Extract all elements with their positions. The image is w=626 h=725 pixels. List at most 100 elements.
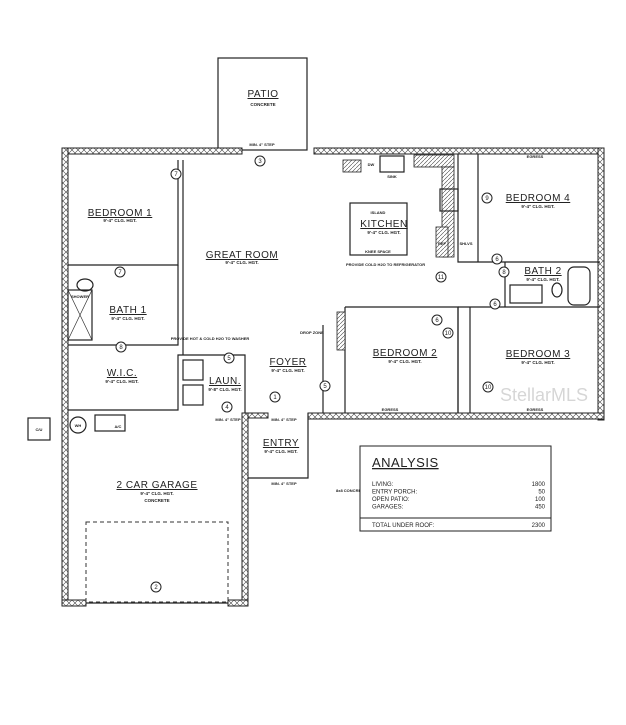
analysis-label: ENTRY PORCH: <box>372 490 417 496</box>
analysis-value: 100 <box>535 497 546 503</box>
svg-text:MIN. 4" STEP: MIN. 4" STEP <box>271 481 297 486</box>
svg-text:6: 6 <box>435 318 439 324</box>
svg-text:9'-4" CLG. HGT.: 9'-4" CLG. HGT. <box>367 230 400 235</box>
svg-text:9'-4" CLG. HGT.: 9'-4" CLG. HGT. <box>526 277 559 282</box>
svg-text:MIN. 4" STEP: MIN. 4" STEP <box>215 417 241 422</box>
door-tag: 6 <box>489 298 501 310</box>
svg-text:10: 10 <box>445 331 452 337</box>
svg-text:9'-4" CLG. HGT.: 9'-4" CLG. HGT. <box>111 316 144 321</box>
svg-text:9'-4" CLG. HGT.: 9'-4" CLG. HGT. <box>105 379 138 384</box>
vanity <box>509 284 543 304</box>
svg-text:KITCHEN: KITCHEN <box>360 219 407 230</box>
svg-text:PROVIDE HOT & COLD H2O TO WASH: PROVIDE HOT & COLD H2O TO WASHER <box>171 336 250 341</box>
svg-text:6: 6 <box>495 257 499 263</box>
door-tag: 9 <box>481 192 493 204</box>
svg-text:GREAT ROOM: GREAT ROOM <box>206 250 278 261</box>
washer <box>182 359 204 381</box>
svg-text:W.I.C.: W.I.C. <box>107 368 137 379</box>
svg-text:5: 5 <box>323 384 327 390</box>
patio <box>217 57 308 151</box>
svg-text:REF: REF <box>438 241 447 246</box>
cu-unit <box>27 417 51 441</box>
svg-text:3: 3 <box>258 159 262 165</box>
water-heater <box>69 416 87 434</box>
svg-text:9'-4" CLG. HGT.: 9'-4" CLG. HGT. <box>264 449 297 454</box>
svg-text:7: 7 <box>174 172 178 178</box>
svg-text:9'-4" CLG. HGT.: 9'-4" CLG. HGT. <box>521 204 554 209</box>
svg-text:BATH 1: BATH 1 <box>109 305 146 316</box>
svg-text:ENTRY: ENTRY <box>263 438 299 449</box>
svg-text:9'-8" CLG. HGT.: 9'-8" CLG. HGT. <box>208 387 241 392</box>
patio-sub: CONCRETE <box>250 102 275 107</box>
svg-text:11: 11 <box>438 275 445 281</box>
svg-text:WH: WH <box>75 423 82 428</box>
watermark: StellarMLS <box>500 385 588 405</box>
svg-text:KNEE SPACE: KNEE SPACE <box>365 249 391 254</box>
dryer <box>182 384 204 406</box>
door-tag: 11 <box>435 271 447 283</box>
door-tag: 1 <box>269 391 281 403</box>
svg-text:EGRESS: EGRESS <box>382 407 399 412</box>
kitchen-island <box>349 202 408 256</box>
svg-text:9'-4" CLG. HGT.: 9'-4" CLG. HGT. <box>521 360 554 365</box>
svg-text:5: 5 <box>227 356 231 362</box>
svg-text:SHLVS: SHLVS <box>459 241 472 246</box>
svg-text:SINK: SINK <box>387 174 397 179</box>
svg-text:2300: 2300 <box>532 523 546 529</box>
svg-text:8: 8 <box>119 345 123 351</box>
door-tag: 2 <box>150 581 162 593</box>
analysis-title: ANALYSIS <box>372 455 439 470</box>
door-tag: 6 <box>491 253 503 265</box>
svg-text:BEDROOM 1: BEDROOM 1 <box>88 208 153 219</box>
door-tag: 5 <box>223 352 235 364</box>
analysis-label: OPEN PATIO: <box>372 497 410 503</box>
svg-text:C/U: C/U <box>36 427 43 432</box>
svg-text:FOYER: FOYER <box>270 357 307 368</box>
toilet-2 <box>551 282 563 298</box>
interior-walls <box>68 154 600 479</box>
range <box>439 188 459 212</box>
exterior-walls <box>61 147 605 607</box>
svg-text:CONCRETE: CONCRETE <box>144 498 169 503</box>
ac-unit <box>94 414 126 432</box>
analysis-value: 450 <box>535 505 546 511</box>
svg-text:BEDROOM 3: BEDROOM 3 <box>506 349 571 360</box>
door-tag: 5 <box>319 380 331 392</box>
svg-text:9'-4" CLG. HGT.: 9'-4" CLG. HGT. <box>271 368 304 373</box>
analysis-value: 1800 <box>532 482 546 488</box>
svg-text:A/C: A/C <box>115 424 122 429</box>
svg-text:EGRESS: EGRESS <box>527 407 544 412</box>
svg-text:DW: DW <box>368 162 375 167</box>
tub <box>567 266 591 306</box>
door-tag: 8 <box>115 341 127 353</box>
door-tag: 10 <box>482 381 494 393</box>
svg-text:8: 8 <box>502 270 506 276</box>
svg-text:9'-4" CLG. HGT.: 9'-4" CLG. HGT. <box>388 359 421 364</box>
svg-text:SHOWER: SHOWER <box>71 294 89 299</box>
svg-text:MIN. 4" STEP: MIN. 4" STEP <box>271 417 297 422</box>
door-tag: 6 <box>431 314 443 326</box>
svg-text:LAUN.: LAUN. <box>209 376 241 387</box>
svg-text:BEDROOM 4: BEDROOM 4 <box>506 193 571 204</box>
svg-text:1: 1 <box>273 395 277 401</box>
svg-text:9: 9 <box>485 196 489 202</box>
svg-text:7: 7 <box>118 270 122 276</box>
svg-text:9'-4" CLG. HGT.: 9'-4" CLG. HGT. <box>140 491 173 496</box>
svg-text:DROP ZONE: DROP ZONE <box>300 330 324 335</box>
svg-text:ISLAND: ISLAND <box>371 210 386 215</box>
svg-text:MIN. 4" STEP: MIN. 4" STEP <box>249 142 275 147</box>
door-tag: 8 <box>498 266 510 278</box>
svg-text:9'-4" CLG. HGT.: 9'-4" CLG. HGT. <box>103 218 136 223</box>
patio-label: PATIO <box>247 89 278 100</box>
door-tag: 3 <box>254 155 266 167</box>
svg-text:9'-4" CLG. HGT.: 9'-4" CLG. HGT. <box>225 260 258 265</box>
svg-text:BATH 2: BATH 2 <box>524 266 561 277</box>
sink <box>379 155 405 173</box>
room-labels: BEDROOM 1 9'-4" CLG. HGT. GREAT ROOM 9'-… <box>71 193 570 503</box>
svg-text:2: 2 <box>154 585 158 591</box>
svg-text:TOTAL UNDER ROOF:: TOTAL UNDER ROOF: <box>372 523 435 529</box>
svg-text:BEDROOM 2: BEDROOM 2 <box>373 348 438 359</box>
analysis-label: GARAGES: <box>372 505 404 511</box>
